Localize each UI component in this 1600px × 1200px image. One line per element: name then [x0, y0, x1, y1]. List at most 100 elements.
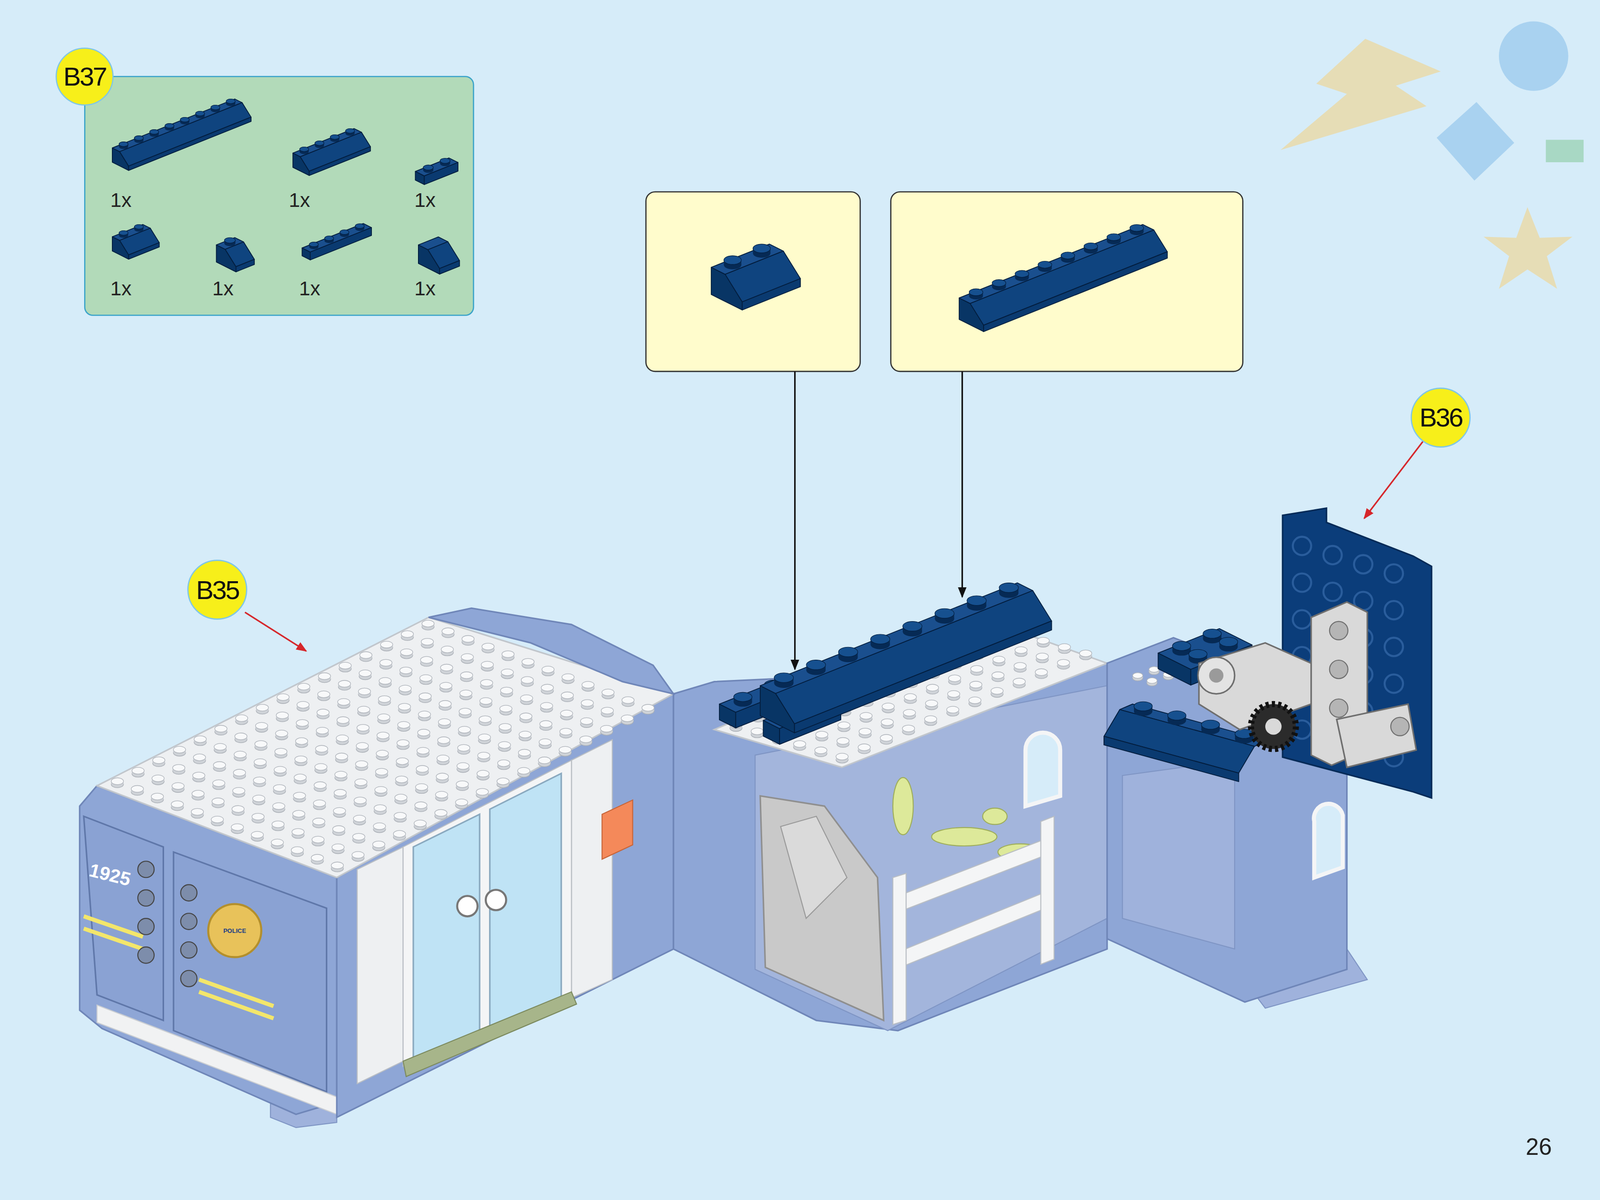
rock — [760, 796, 884, 1021]
stud-top — [233, 769, 246, 776]
stud-top — [316, 727, 329, 734]
stud — [359, 651, 372, 662]
stud — [356, 742, 369, 753]
stud — [356, 724, 370, 735]
stud-top — [234, 733, 247, 740]
stud-top — [881, 718, 894, 726]
hole — [1384, 564, 1403, 583]
stud-top — [234, 750, 247, 758]
stud-top — [253, 758, 267, 766]
stud — [271, 838, 284, 849]
stud — [476, 788, 489, 799]
stud — [438, 718, 451, 729]
stud-top — [902, 621, 923, 632]
stud-top — [254, 740, 268, 748]
stud-top — [902, 725, 915, 732]
brick-front — [439, 260, 460, 275]
stud-top — [172, 764, 185, 772]
door-knob — [457, 895, 478, 916]
stud-top — [334, 789, 347, 797]
stud-top — [441, 646, 454, 653]
stud — [297, 701, 310, 712]
stud-top — [969, 288, 983, 296]
inner-wall — [1122, 760, 1235, 949]
stud — [581, 699, 594, 710]
slope-brick — [292, 128, 371, 176]
fence — [892, 889, 1051, 970]
stud-top — [1083, 243, 1098, 251]
stud — [333, 807, 346, 818]
stud-top — [414, 801, 427, 809]
stud-top — [1219, 637, 1238, 647]
stud — [859, 712, 873, 723]
stud-top — [859, 728, 872, 735]
stud-top — [296, 719, 309, 726]
stud — [903, 709, 916, 720]
stud — [334, 789, 347, 800]
stud — [1015, 646, 1028, 657]
stud-top — [991, 687, 1004, 694]
stud — [234, 733, 247, 743]
stud-top — [1014, 662, 1027, 670]
plant — [931, 827, 997, 846]
stud — [396, 739, 410, 750]
stud-top — [1146, 677, 1158, 684]
quantity-label: 1x — [110, 189, 132, 211]
stud — [355, 760, 368, 771]
hole — [1292, 573, 1312, 592]
stud-top — [476, 770, 489, 777]
callout-box — [890, 191, 1244, 372]
stud-top — [733, 692, 752, 702]
stud-top — [479, 697, 492, 705]
stud-top — [538, 756, 551, 764]
stud-top — [336, 734, 349, 742]
stud-top — [969, 681, 982, 688]
stud-top — [294, 756, 308, 763]
stud-top — [291, 828, 305, 836]
stud-top — [151, 793, 164, 800]
stud-top — [435, 791, 448, 798]
stud — [519, 712, 532, 723]
stud — [1132, 672, 1143, 681]
stud — [295, 737, 308, 748]
stud-top — [149, 129, 159, 135]
stud-top — [356, 724, 370, 732]
stud-top — [434, 809, 448, 817]
stud-top — [324, 236, 334, 241]
stud-top — [601, 707, 614, 714]
stud — [540, 702, 553, 713]
stud — [312, 818, 325, 828]
hole — [1329, 698, 1348, 718]
stud — [311, 854, 324, 865]
stud — [401, 630, 414, 641]
stud-top — [394, 812, 407, 820]
stripe — [83, 928, 143, 949]
stud — [337, 716, 350, 727]
stud — [501, 669, 514, 679]
stud — [417, 747, 430, 757]
stud — [315, 745, 328, 756]
circle-decoration — [1498, 21, 1569, 92]
stud-top — [1015, 646, 1028, 654]
stud-top — [904, 693, 917, 701]
stud-top — [455, 798, 468, 806]
hole — [1292, 610, 1312, 629]
stud-top — [271, 820, 284, 828]
stud-top — [947, 690, 960, 698]
rock — [780, 816, 847, 919]
stud — [394, 794, 408, 804]
placement-arrow — [961, 371, 963, 598]
stud-top — [373, 822, 386, 830]
stud — [331, 861, 344, 872]
stud — [400, 648, 413, 659]
stud-top — [1013, 677, 1026, 685]
stud-top — [621, 714, 634, 722]
stud-top — [750, 727, 764, 735]
stud-top — [314, 781, 327, 789]
stud — [441, 646, 454, 656]
slope-brick — [112, 98, 252, 171]
placement-arrow — [794, 371, 796, 670]
stud-top — [180, 117, 190, 123]
stud-top — [311, 835, 324, 843]
stud-top — [252, 813, 265, 820]
